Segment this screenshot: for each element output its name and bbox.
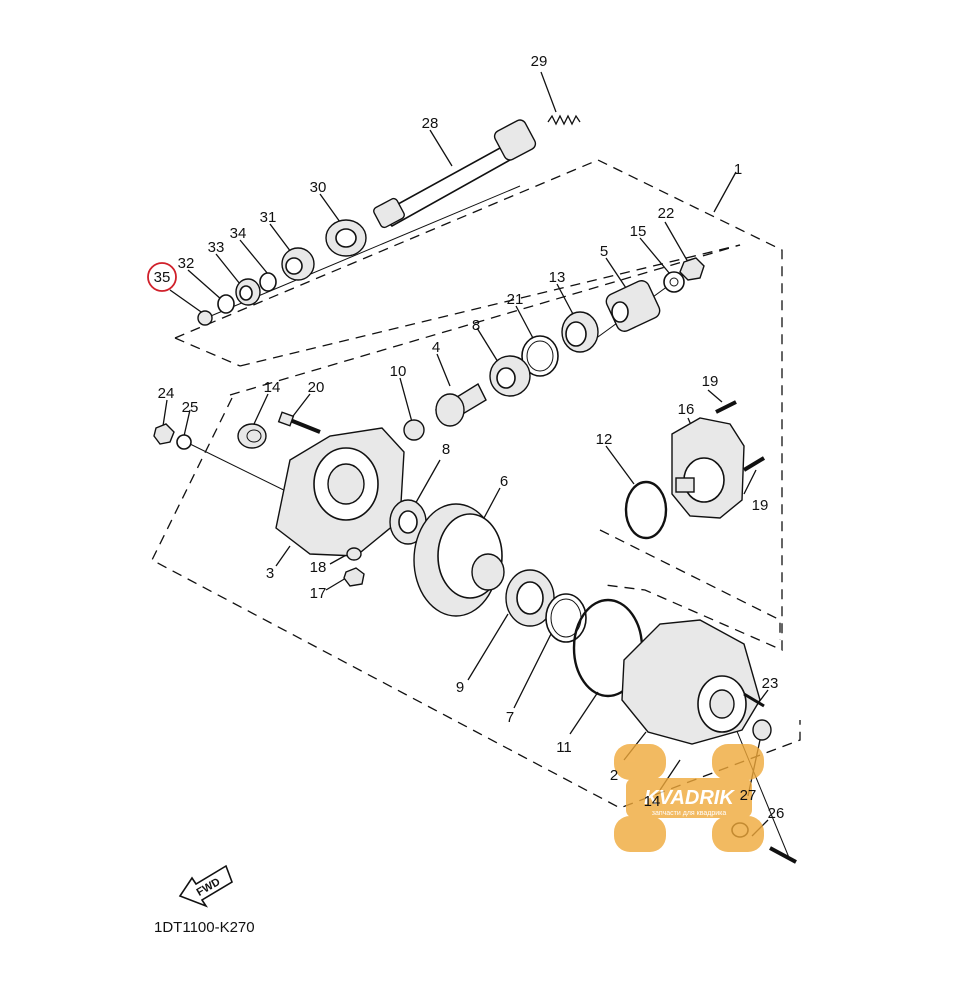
part-washer-32 [217, 294, 235, 314]
part-bearing-9 [505, 569, 555, 627]
callout-28: 28 [422, 115, 439, 132]
part-case-2 [621, 619, 761, 745]
group-outline-left-edge [174, 337, 241, 367]
callout-7: 7 [506, 709, 514, 726]
part-nut-22 [679, 257, 705, 281]
part-coupling-gear-5 [605, 280, 661, 332]
part-bolt-20 [277, 411, 321, 434]
callout-27: 27 [740, 787, 757, 804]
group-outline-upper [174, 159, 783, 651]
callout-32: 32 [178, 255, 195, 272]
part-nut-24 [153, 423, 175, 445]
part-oil-seal-14 [237, 423, 267, 449]
watermark-logo: KVADRIK запчасти для квадрика [614, 744, 764, 852]
part-circlip-34 [259, 272, 277, 292]
group-outline-lower [151, 397, 801, 809]
part-bearing-8-upper [489, 355, 531, 397]
callout-2: 2 [610, 767, 618, 784]
callout-21: 21 [507, 291, 524, 308]
callout-1: 1 [734, 161, 742, 178]
callout-10: 10 [390, 363, 407, 380]
callout-35: 35 [154, 269, 171, 286]
part-plug-35 [197, 310, 213, 326]
callout-25: 25 [182, 399, 199, 416]
part-bearing-10 [403, 419, 425, 441]
callout-14a: 14 [264, 379, 281, 396]
highlight-circle [147, 262, 177, 292]
callout-19b: 19 [752, 497, 769, 514]
callout-12: 12 [596, 431, 613, 448]
part-o-ring-12 [624, 480, 668, 540]
fwd-arrow-icon: FWD [178, 864, 233, 908]
callout-19a: 19 [702, 373, 719, 390]
callout-26: 26 [768, 805, 785, 822]
part-housing-3 [275, 427, 405, 557]
callout-16: 16 [678, 401, 695, 418]
callout-15: 15 [630, 223, 647, 240]
part-cover-16 [671, 417, 745, 519]
callout-4: 4 [432, 339, 440, 356]
part-oil-seal-14-lower [752, 719, 772, 741]
part-pinion-gear-4 [434, 383, 487, 427]
callout-29: 29 [531, 53, 548, 70]
watermark-tagline: запчасти для квадрика [652, 810, 727, 817]
part-shim-21 [521, 335, 559, 377]
part-oil-seal-13 [561, 311, 599, 353]
part-bolt-17 [343, 567, 365, 587]
part-bearing-30 [325, 219, 367, 257]
part-spring [547, 114, 581, 126]
group-outline-upper-inner [229, 244, 741, 396]
callout-5: 5 [600, 243, 608, 260]
callout-14b: 14 [644, 793, 661, 810]
group-outline-mid [239, 244, 741, 367]
callout-17: 17 [310, 585, 327, 602]
callout-labels: 29 28 30 31 34 33 32 35 1 22 15 5 13 21 … [154, 53, 785, 822]
callout-8a: 8 [472, 317, 480, 334]
callout-23: 23 [762, 675, 779, 692]
part-washer-18 [346, 547, 362, 561]
callout-11: 11 [556, 739, 572, 756]
callout-6: 6 [500, 473, 508, 490]
diagram-code: 1DT1100-K270 [154, 919, 255, 936]
callout-33: 33 [208, 239, 225, 256]
callout-22: 22 [658, 205, 675, 222]
part-needle-bearing-33 [235, 278, 261, 306]
callout-18: 18 [310, 559, 327, 576]
part-pin-23 [743, 692, 765, 708]
part-washer-15 [663, 271, 685, 293]
part-pin-26 [769, 846, 797, 864]
part-drive-shaft [373, 119, 537, 229]
callout-20: 20 [308, 379, 325, 396]
part-washer-25 [176, 434, 192, 450]
callout-24: 24 [158, 385, 175, 402]
callout-13: 13 [549, 269, 566, 286]
part-ring-gear-6 [413, 503, 505, 617]
callout-8b: 8 [442, 441, 450, 458]
callout-34: 34 [230, 225, 247, 242]
callout-9: 9 [456, 679, 464, 696]
part-bolts-19 [715, 400, 766, 472]
part-shim-7 [545, 593, 587, 643]
callout-30: 30 [310, 179, 327, 196]
watermark-name: KVADRIK [644, 787, 735, 809]
part-collar-31 [281, 247, 315, 281]
callout-31: 31 [260, 209, 277, 226]
callout-3: 3 [266, 565, 274, 582]
